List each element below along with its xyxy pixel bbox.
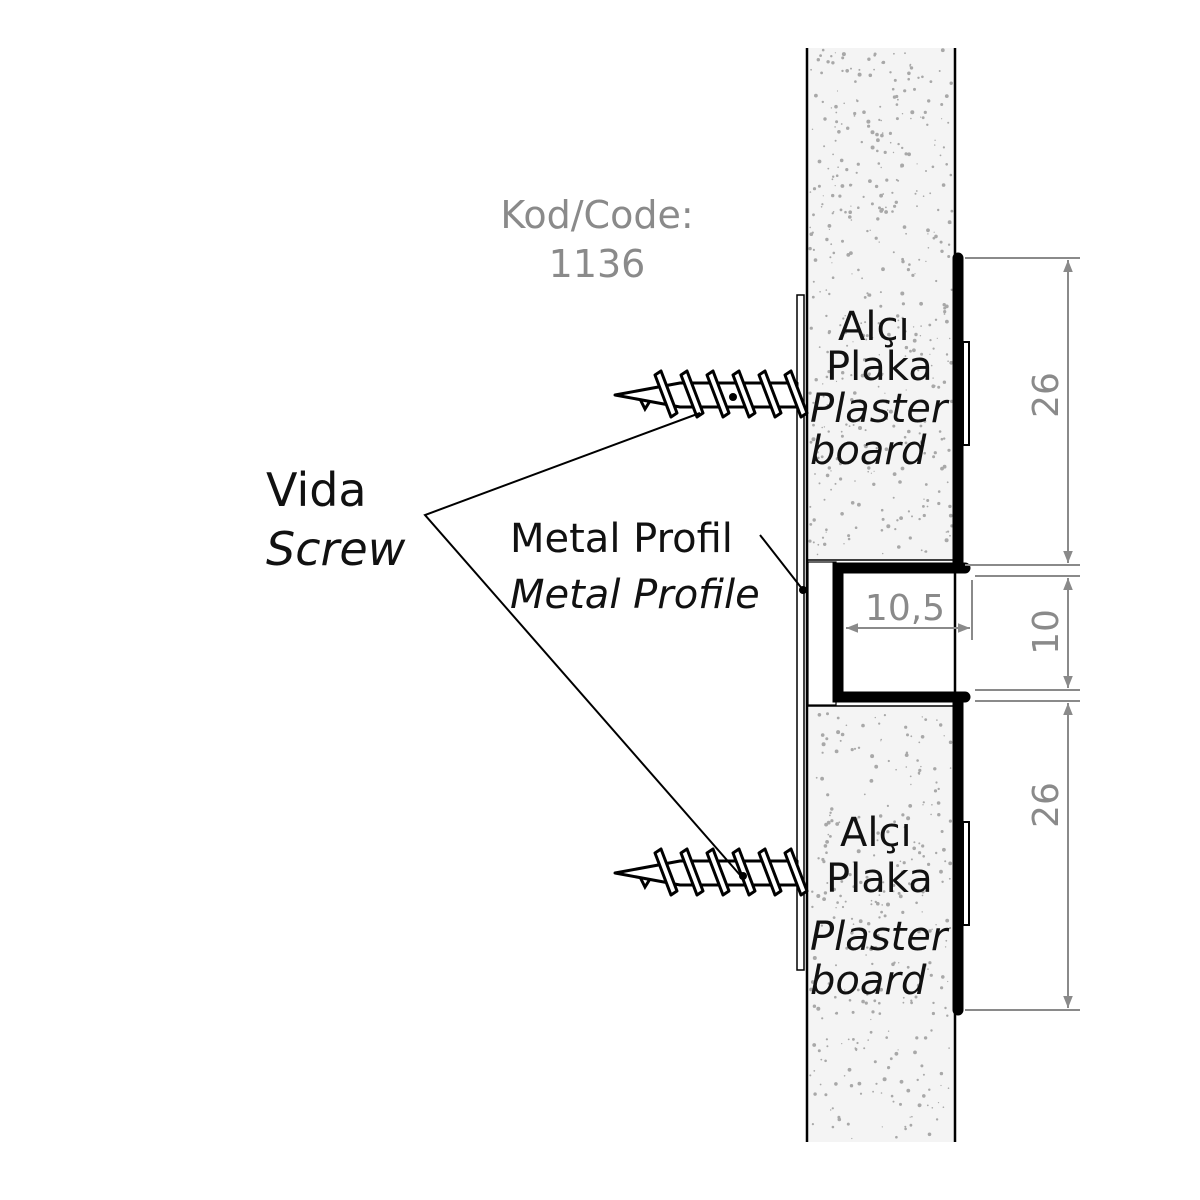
board-bottom-tr2: Plaka: [826, 856, 933, 902]
profile-label-tr: Metal Profil: [510, 516, 733, 562]
metal-profile: [832, 252, 971, 1016]
dimension-lines: [846, 257, 1080, 1011]
board-top-tr1: Alçı: [838, 304, 910, 350]
plasterboard-top: [807, 48, 955, 560]
leader-lines: [423, 393, 807, 880]
screw-label-tr: Vida: [266, 463, 367, 517]
board-top-en1: Plaster: [810, 386, 950, 432]
dim-gap-height: 10: [1026, 609, 1067, 655]
dim-bottom-height: 26: [1026, 782, 1067, 828]
profile-flange: [807, 561, 837, 706]
plasterboard-bottom: [807, 706, 955, 1142]
code-label: Kod/Code:: [500, 193, 693, 237]
dim-depth: 10,5: [865, 588, 945, 629]
profile-label-en: Metal Profile: [510, 572, 760, 618]
screw-top: [613, 369, 809, 419]
board-bottom-tr1: Alçı: [840, 810, 912, 856]
board-bottom-en2: board: [810, 958, 927, 1004]
screw-label-en: Screw: [266, 522, 406, 576]
board-top-en2: board: [810, 428, 927, 474]
board-bottom-en1: Plaster: [810, 914, 950, 960]
board-top-tr2: Plaka: [826, 344, 933, 390]
board-speckle-texture: [808, 48, 954, 1140]
dim-top-height: 26: [1026, 372, 1067, 418]
profile-back-plate: [796, 294, 805, 971]
screw-bottom: [613, 847, 809, 897]
code-value: 1136: [549, 242, 646, 286]
